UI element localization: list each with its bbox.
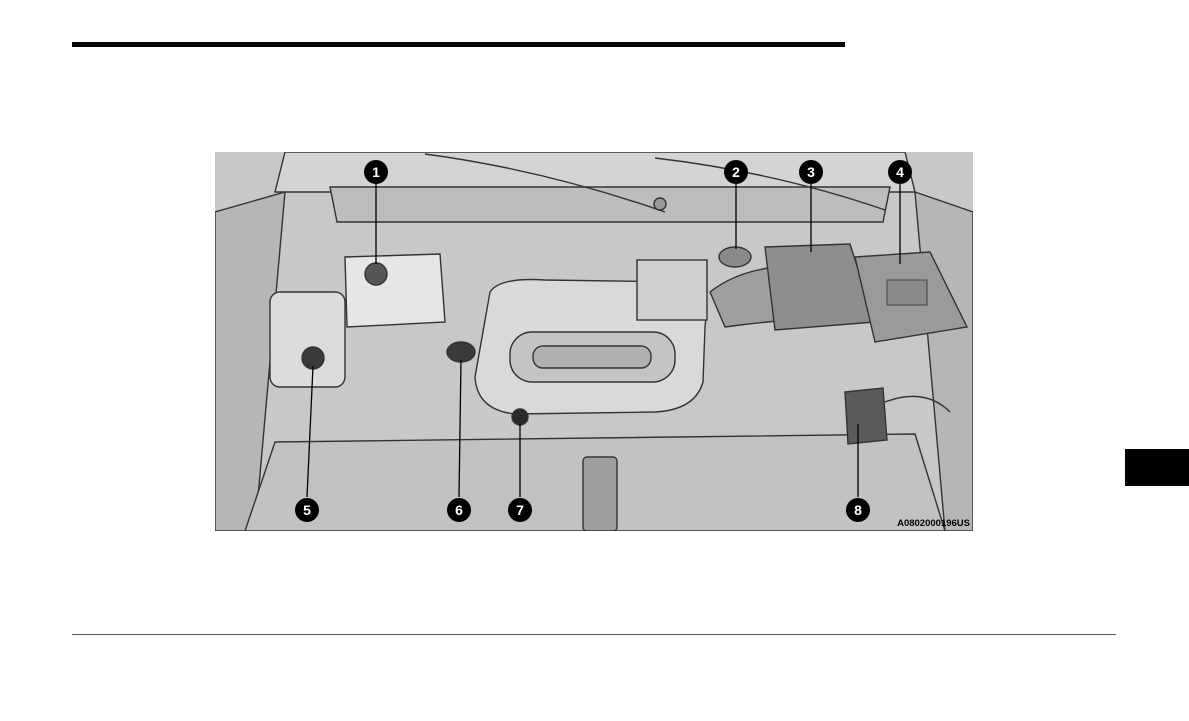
- callout-8-number: 8: [854, 502, 862, 518]
- callout-4-number: 4: [896, 164, 904, 180]
- engine-illustration: 1 2 3 4 5 6 7 8 A0802000: [215, 152, 973, 531]
- pdc-lid-detail: [887, 280, 927, 305]
- callout-3-number: 3: [807, 164, 815, 180]
- callout-2: 2: [724, 160, 748, 184]
- coolant-reservoir: [345, 254, 445, 327]
- engine-cover-handle-inner: [533, 346, 651, 368]
- brake-fluid-cap: [719, 247, 751, 267]
- callout-5-number: 5: [303, 502, 311, 518]
- cowl-panel: [330, 187, 890, 222]
- washer-reservoir: [270, 292, 345, 387]
- callout-2-number: 2: [732, 164, 740, 180]
- callout-6: 6: [447, 498, 471, 522]
- oil-dipstick-handle: [512, 409, 528, 425]
- oil-fill-cap: [447, 342, 475, 362]
- callout-4: 4: [888, 160, 912, 184]
- callout-7: 7: [508, 498, 532, 522]
- callout-1: 1: [364, 160, 388, 184]
- callout-8: 8: [846, 498, 870, 522]
- air-filter-housing: [637, 260, 707, 320]
- coolant-cap: [365, 263, 387, 285]
- figure-code: A0802000196US: [897, 518, 970, 529]
- callout-6-number: 6: [455, 502, 463, 518]
- hood-latch: [583, 457, 617, 531]
- callout-3: 3: [799, 160, 823, 184]
- callout-1-number: 1: [372, 164, 380, 180]
- washer-cap: [302, 347, 324, 369]
- battery-terminal: [845, 388, 887, 444]
- wiper-pivot: [654, 198, 666, 210]
- callout-5: 5: [295, 498, 319, 522]
- bottom-rule: [72, 634, 1116, 635]
- callout-7-number: 7: [516, 502, 524, 518]
- top-rule: [72, 42, 845, 47]
- engine-compartment-figure: 1 2 3 4 5 6 7 8 A0802000: [215, 152, 973, 531]
- section-tab: [1125, 449, 1189, 486]
